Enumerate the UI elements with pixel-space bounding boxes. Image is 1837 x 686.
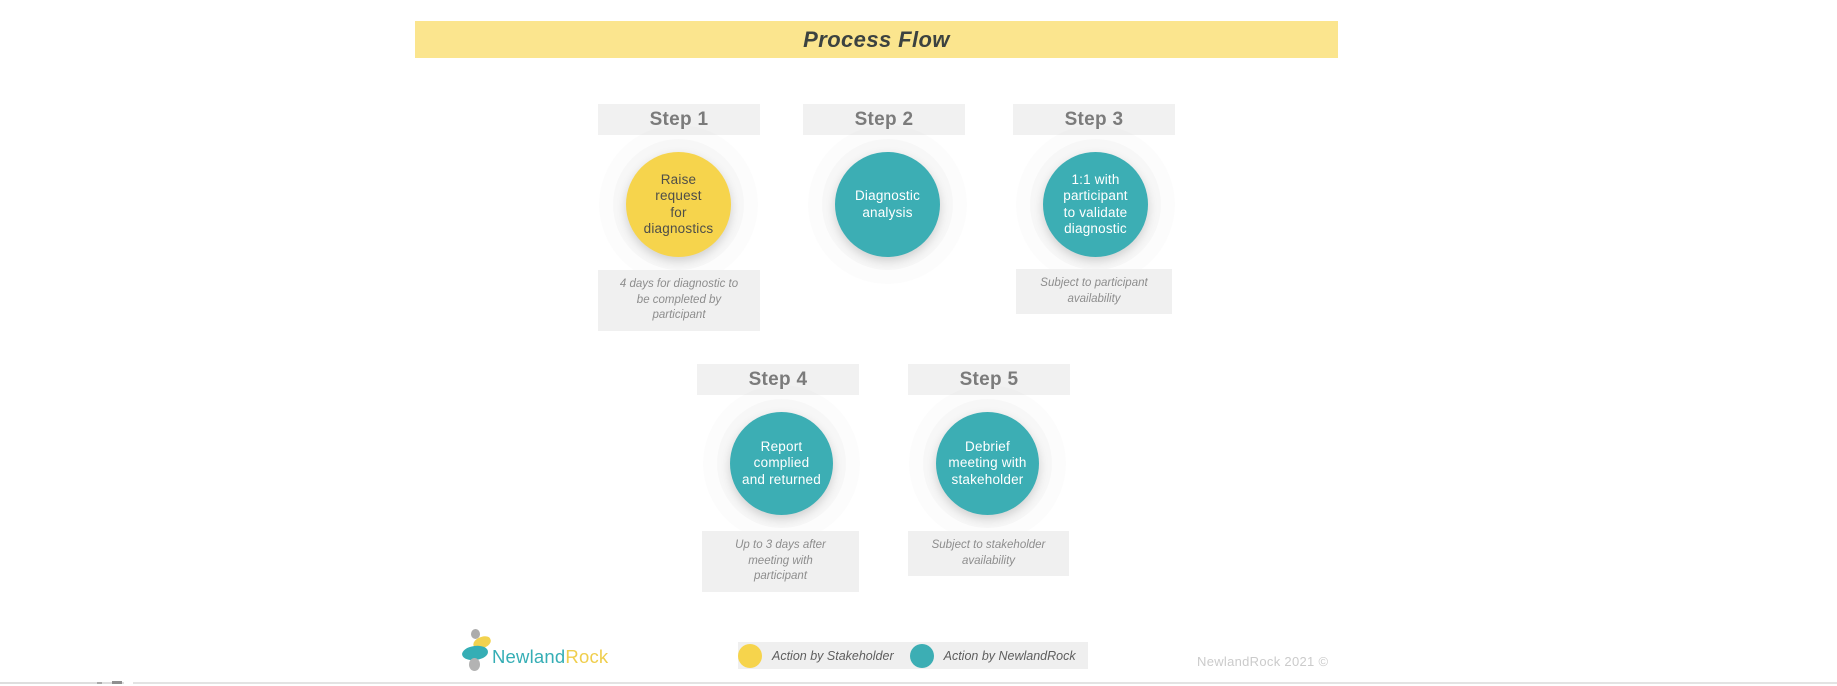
step-5-note: Subject to stakeholder availability <box>908 531 1069 577</box>
step-2-label: Step 2 <box>854 108 914 130</box>
legend: Action by Stakeholder Action by NewlandR… <box>738 642 1088 669</box>
legend-label-stakeholder: Action by Stakeholder <box>772 648 894 663</box>
newlandrock-color-dot-icon <box>909 643 934 668</box>
step-3-label: Step 3 <box>1064 108 1124 130</box>
step-4-circle: Report complied and returned <box>730 412 833 515</box>
logo-wordmark: NewlandRock <box>492 646 608 668</box>
step-2-header: Step 2 <box>803 104 965 135</box>
bottom-edge-line-left <box>0 682 124 684</box>
newlandrock-logo: NewlandRock <box>461 626 608 671</box>
step-2-circle: Diagnostic analysis <box>835 152 940 257</box>
logo-wordmark-rock: Rock <box>565 646 609 667</box>
newlandrock-logo-icon <box>461 626 493 671</box>
scrollbar-thumb[interactable] <box>112 681 122 684</box>
step-1-note: 4 days for diagnostic to be completed by… <box>598 270 760 331</box>
step-2-circle-text: Diagnostic analysis <box>854 188 921 220</box>
step-3-circle-text: 1:1 with participant to validate diagnos… <box>1063 172 1128 236</box>
step-1-label: Step 1 <box>649 108 709 130</box>
logo-pebble-gray-bottom <box>469 658 480 671</box>
legend-item-newlandrock: Action by NewlandRock <box>909 643 1076 668</box>
step-4-note: Up to 3 days after meeting with particip… <box>702 531 859 592</box>
step-5-circle: Debrief meeting with stakeholder <box>936 412 1039 515</box>
step-5-header: Step 5 <box>908 364 1070 395</box>
logo-pebble-gray-top <box>471 629 480 639</box>
stakeholder-color-dot-icon <box>738 643 762 668</box>
step-1-circle: Raise request for diagnostics <box>626 152 731 257</box>
bottom-edge-line-right <box>133 682 1837 684</box>
step-1-circle-text: Raise request for diagnostics <box>643 172 714 236</box>
step-5-circle-text: Debrief meeting with stakeholder <box>948 439 1027 487</box>
step-3-header: Step 3 <box>1013 104 1175 135</box>
title-bar: Process Flow <box>415 21 1338 58</box>
logo-wordmark-newland: Newland <box>492 646 566 667</box>
step-4-label: Step 4 <box>748 368 808 390</box>
step-3-note: Subject to participant availability <box>1016 269 1172 315</box>
step-5-label: Step 5 <box>959 368 1019 390</box>
copyright-text: NewlandRock 2021 © <box>1197 654 1329 669</box>
step-3-circle: 1:1 with participant to validate diagnos… <box>1043 152 1148 257</box>
page-title: Process Flow <box>803 26 950 52</box>
bottom-edge-tick <box>97 682 102 684</box>
legend-label-newlandrock: Action by NewlandRock <box>943 648 1076 663</box>
step-4-header: Step 4 <box>697 364 859 395</box>
step-1-header: Step 1 <box>598 104 760 135</box>
legend-item-stakeholder: Action by Stakeholder <box>738 643 894 668</box>
step-4-circle-text: Report complied and returned <box>742 439 821 487</box>
